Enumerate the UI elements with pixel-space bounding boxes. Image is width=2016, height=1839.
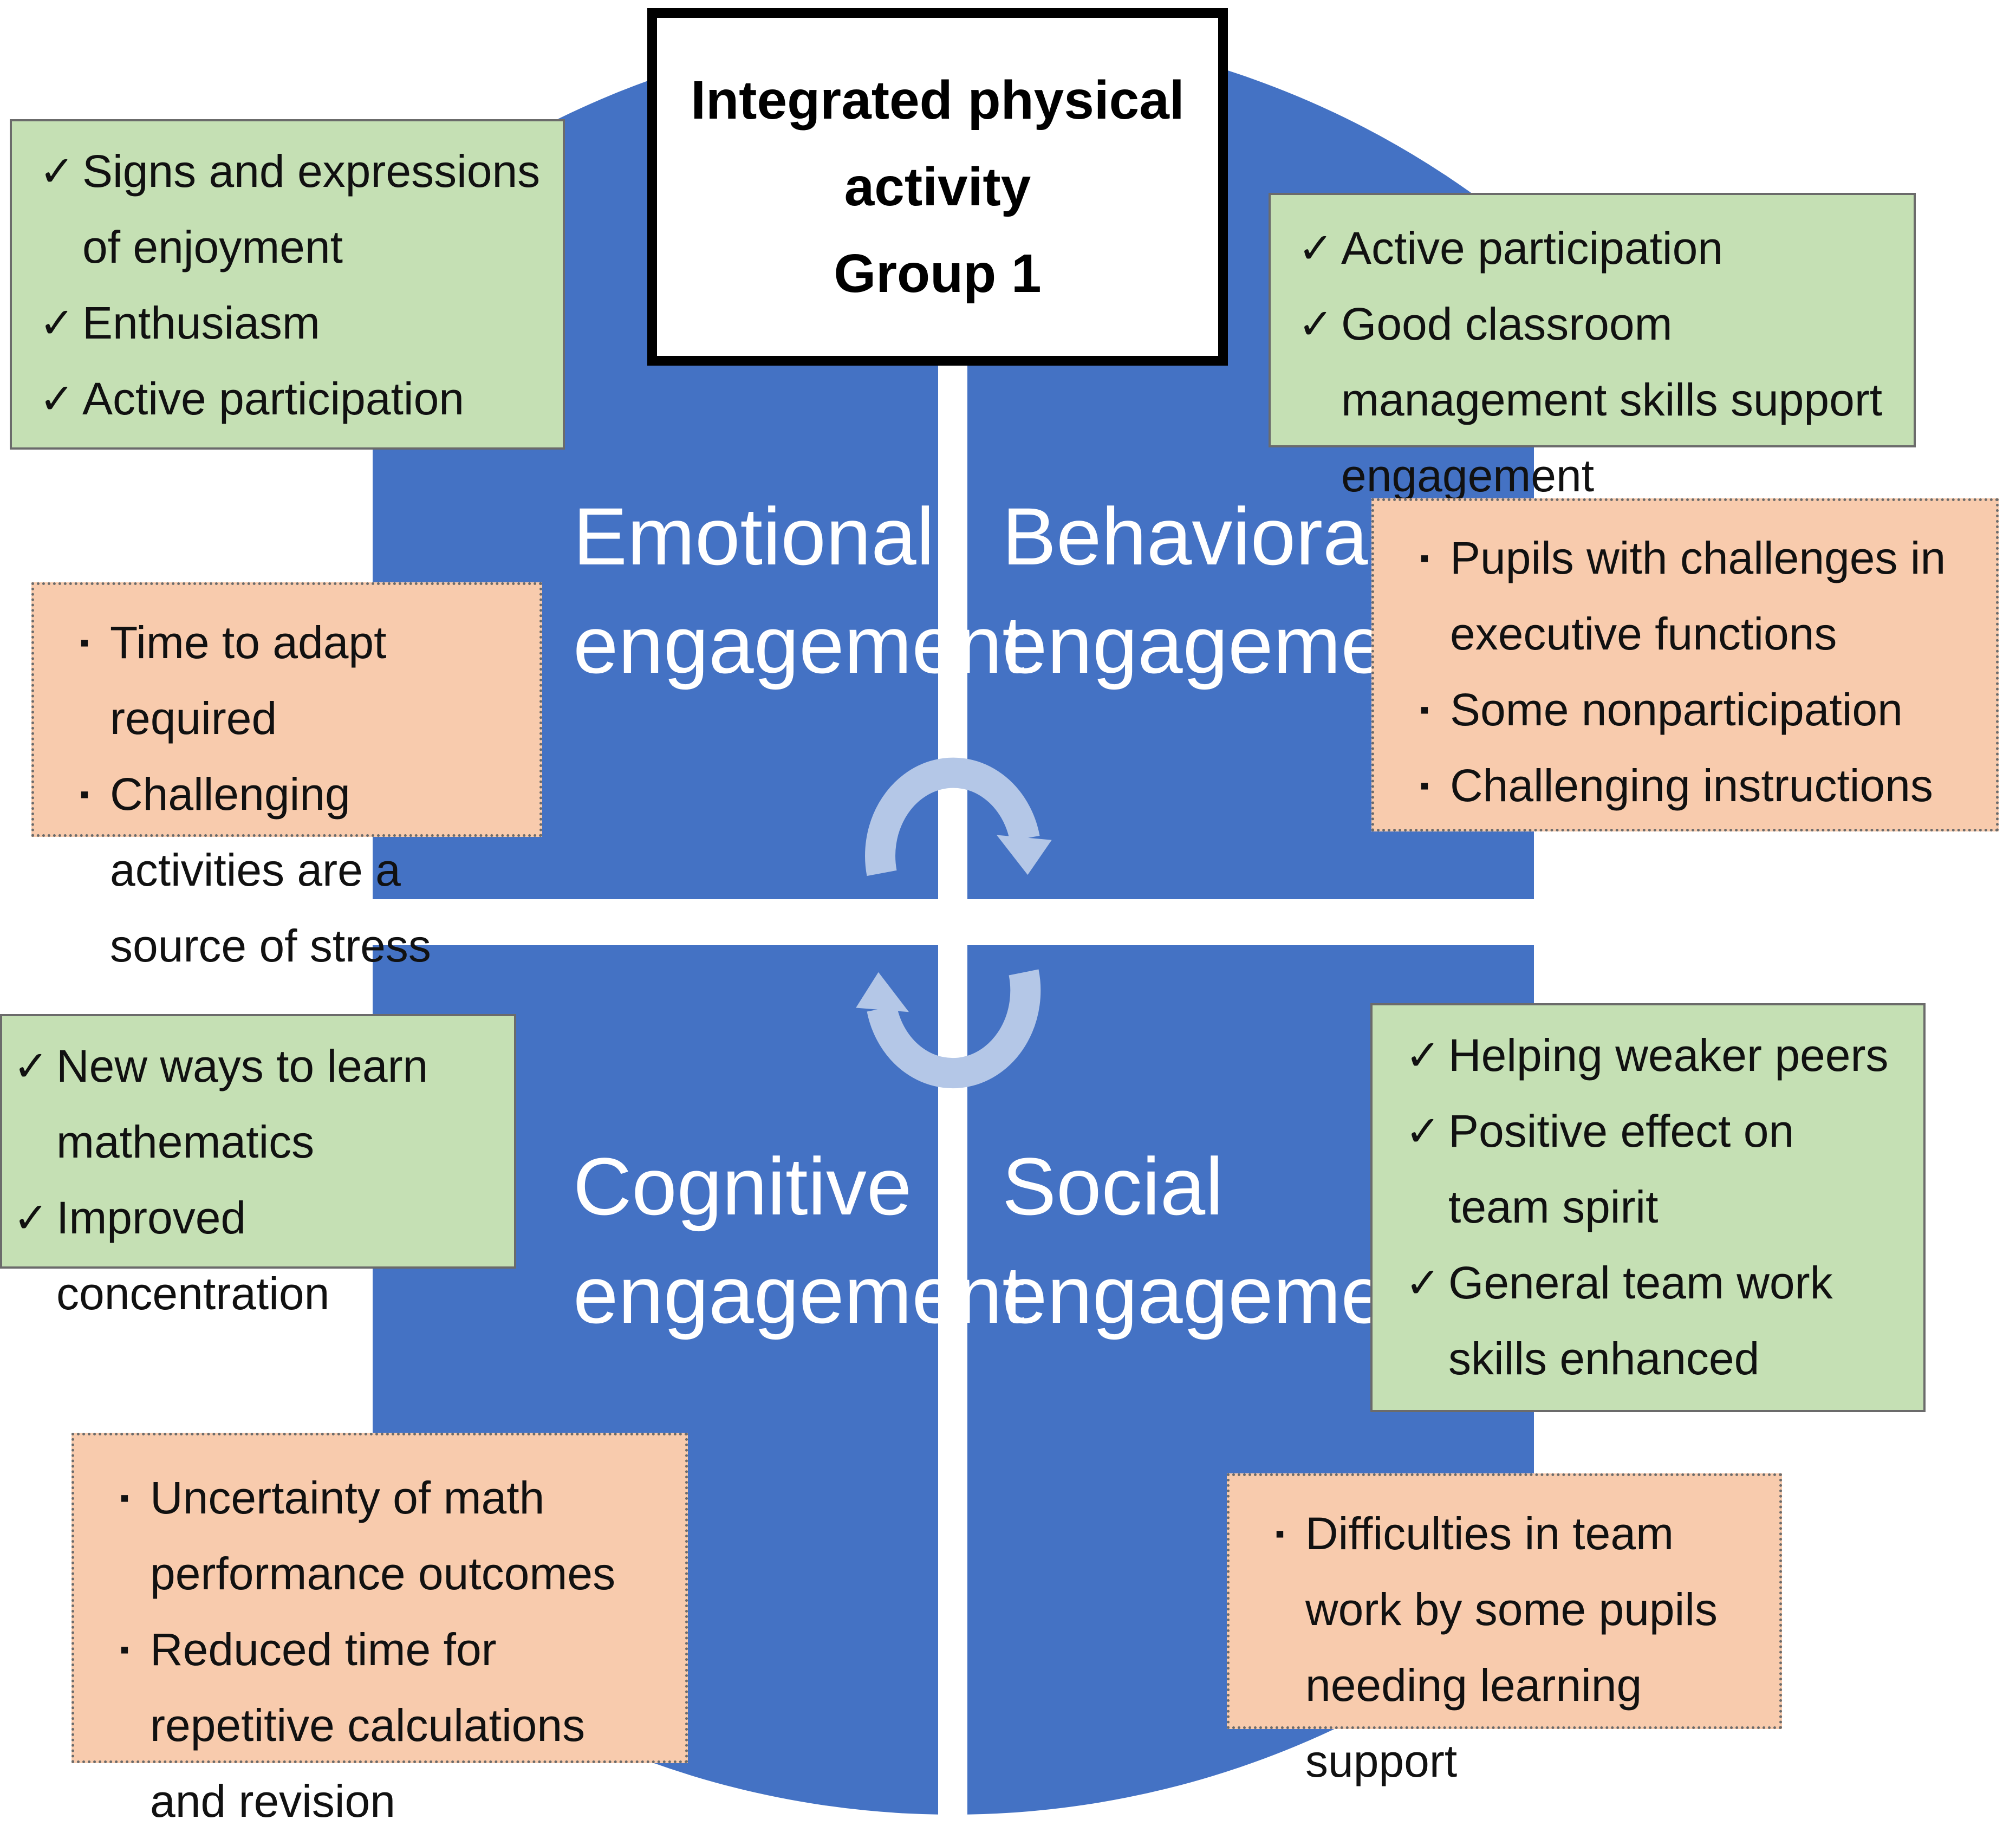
emotional-negative-box: ▪Time to adapt required ▪Challenging act…	[31, 582, 542, 971]
cognitive-label: Cognitive engagement	[573, 1141, 1025, 1340]
cycle-arrow-top	[865, 757, 1052, 876]
list-item: ✓New ways to learn mathematics	[2, 1028, 498, 1180]
bullet-icon: ▪	[1420, 770, 1429, 801]
bullet-icon: ▪	[120, 1634, 129, 1665]
check-icon: ✓	[1405, 1107, 1441, 1155]
check-icon: ✓	[13, 1194, 49, 1242]
check-icon: ✓	[39, 147, 75, 195]
title-line-2: Group 1	[834, 243, 1042, 304]
bullet-icon: ▪	[120, 1483, 129, 1513]
title-line-1: Integrated physical activity	[691, 70, 1185, 217]
list-item: ▪Difficulties in team work by some pupil…	[1251, 1496, 1763, 1799]
bullet-icon: ▪	[1420, 694, 1429, 725]
title-box: Integrated physical activity Group 1	[647, 8, 1228, 366]
social-positive-box: ✓Helping weaker peers ✓Positive effect o…	[1370, 1003, 1926, 1412]
behavioral-positive-box: ✓Active participation ✓Good classroom ma…	[1269, 193, 1916, 501]
bullet-icon: ▪	[1420, 543, 1429, 573]
social-negative-box: ▪Difficulties in team work by some pupil…	[1227, 1473, 1782, 1786]
check-icon: ✓	[13, 1042, 49, 1090]
list-item: ▪Time to adapt required	[56, 605, 523, 756]
list-item: ✓Helping weaker peers	[1394, 1017, 1907, 1093]
list-item: ▪Some nonparticipation	[1396, 672, 1980, 748]
list-item: ▪Pupils with challenges in executive fun…	[1396, 520, 1980, 672]
bullet-icon: ▪	[1275, 1518, 1285, 1549]
emotional-label: Emotional engagement	[573, 491, 1025, 690]
cycle-arrow-bottom	[856, 969, 1041, 1089]
list-item: ✓Active participation	[1287, 210, 1897, 286]
list-item: ✓Enthusiasm	[28, 285, 547, 361]
emotional-positive-box: ✓Signs and expressions of enjoyment ✓Ent…	[10, 119, 565, 450]
list-item: ▪Challenging activities are a source of …	[56, 756, 523, 984]
cognitive-negative-box: ▪Uncertainty of math performance outcome…	[71, 1433, 688, 1827]
list-item: ✓Good classroom management skills suppor…	[1287, 286, 1897, 514]
list-item: ✓Signs and expressions of enjoyment	[28, 133, 547, 285]
bullet-icon: ▪	[80, 627, 89, 658]
check-icon: ✓	[39, 299, 75, 347]
check-icon: ✓	[1405, 1031, 1441, 1079]
list-item: ✓Active participation	[28, 361, 547, 437]
list-item: ✓Improved concentration	[2, 1180, 498, 1331]
list-item: ▪Challenging instructions	[1396, 748, 1980, 823]
check-icon: ✓	[1298, 300, 1334, 348]
check-icon: ✓	[1405, 1259, 1441, 1307]
check-icon: ✓	[1298, 224, 1334, 272]
cognitive-positive-box: ✓New ways to learn mathematics ✓Improved…	[0, 1014, 516, 1319]
list-item: ▪Reduced time for repetitive calculation…	[96, 1611, 669, 1839]
bullet-icon: ▪	[80, 779, 89, 809]
behavioral-negative-box: ▪Pupils with challenges in executive fun…	[1371, 498, 1999, 831]
list-item: ▪Uncertainty of math performance outcome…	[96, 1460, 669, 1611]
check-icon: ✓	[39, 375, 75, 423]
list-item: ✓Positive effect on team spirit	[1394, 1093, 1907, 1245]
list-item: ✓General team work skills enhanced	[1394, 1245, 1907, 1396]
